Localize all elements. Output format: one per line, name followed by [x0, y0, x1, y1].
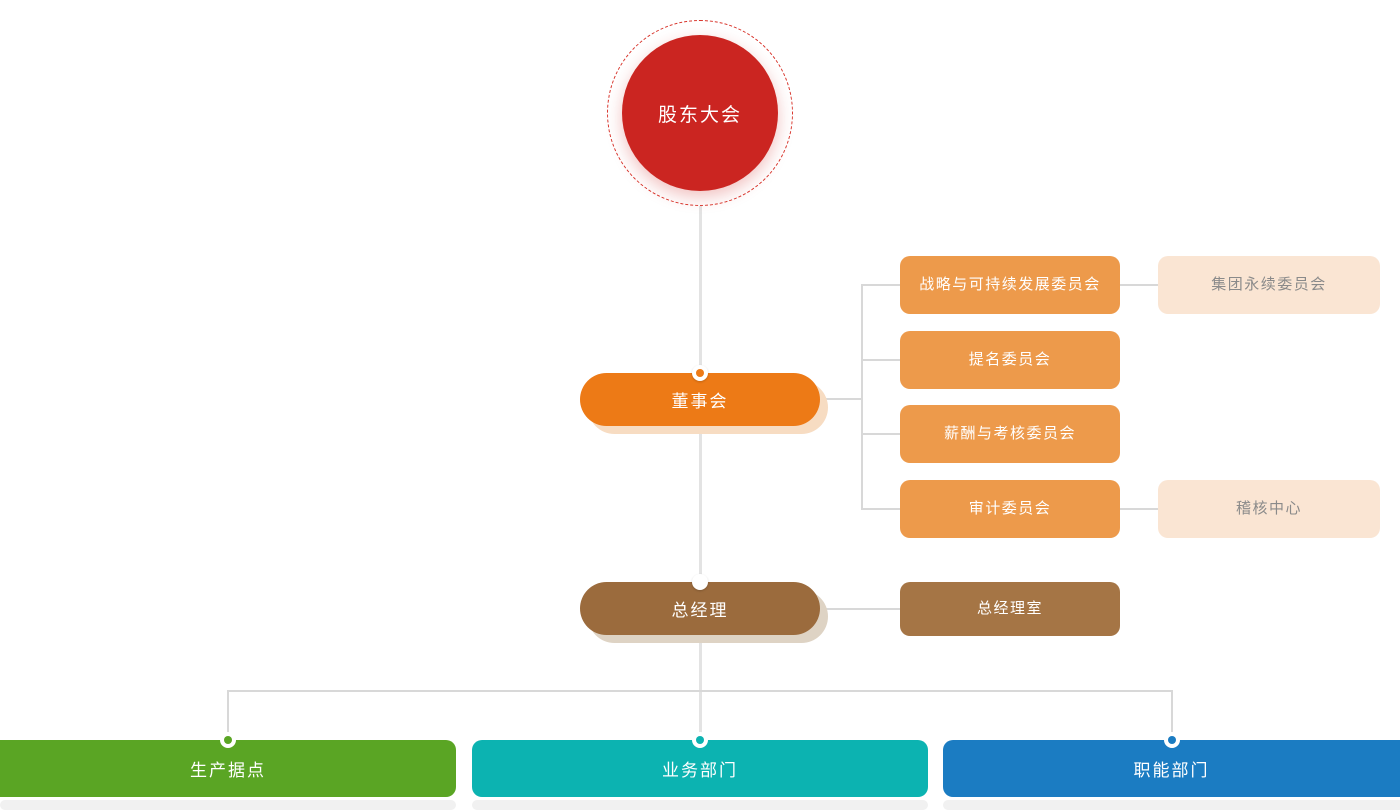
- node-nomination-committee-label: 提名委员会: [968, 351, 1052, 368]
- node-general-manager[interactable]: 总经理: [580, 582, 820, 635]
- node-shareholders-meeting[interactable]: 股东大会: [622, 35, 778, 191]
- connector-dot-board: [692, 365, 708, 381]
- node-gm-office[interactable]: 总经理室: [900, 582, 1120, 636]
- node-audit-committee[interactable]: 审计委员会: [900, 480, 1120, 538]
- connector-general-manager-to-departments: [699, 635, 702, 741]
- node-group-sustainability-committee-label: 集团永续委员会: [1211, 276, 1327, 293]
- node-gm-office-label: 总经理室: [976, 600, 1043, 617]
- node-functional-departments-label: 职能部门: [1133, 761, 1210, 780]
- connector-trunk-to-committee-1: [861, 284, 901, 286]
- committee-trunk-vertical: [861, 284, 863, 510]
- node-shareholders-meeting-label: 股东大会: [657, 104, 742, 126]
- node-production-sites[interactable]: 生产据点: [0, 740, 456, 797]
- connector-bus-to-production: [227, 690, 229, 745]
- connector-trunk-to-committee-4: [861, 508, 901, 510]
- node-business-departments[interactable]: 业务部门: [472, 740, 928, 797]
- functional-bar-shadow: [943, 800, 1400, 810]
- connector-dot-production: [220, 732, 236, 748]
- shareholders-dashed-ring: [607, 20, 793, 206]
- node-group-sustainability-committee[interactable]: 集团永续委员会: [1158, 256, 1380, 314]
- departments-horizontal-bus: [228, 690, 1173, 692]
- node-audit-center-label: 稽核中心: [1235, 500, 1302, 517]
- node-audit-committee-label: 审计委员会: [968, 500, 1052, 517]
- connector-bus-to-functional: [1171, 690, 1173, 745]
- connector-trunk-to-committee-2: [861, 359, 901, 361]
- node-nomination-committee[interactable]: 提名委员会: [900, 331, 1120, 389]
- node-business-departments-label: 业务部门: [662, 761, 738, 780]
- connector-shareholders-to-board: [699, 206, 702, 381]
- connector-audit-to-audit-center: [1120, 508, 1158, 510]
- connector-dot-business: [692, 732, 708, 748]
- node-production-sites-label: 生产据点: [190, 761, 266, 780]
- node-general-manager-label: 总经理: [671, 601, 729, 620]
- node-board-of-directors-label: 董事会: [671, 392, 729, 411]
- node-strategy-sustainability-committee[interactable]: 战略与可持续发展委员会: [900, 256, 1120, 314]
- production-bar-shadow: [0, 800, 456, 810]
- connector-dot-functional: [1164, 732, 1180, 748]
- node-audit-center[interactable]: 稽核中心: [1158, 480, 1380, 538]
- business-bar-shadow: [472, 800, 928, 810]
- node-compensation-review-committee[interactable]: 薪酬与考核委员会: [900, 405, 1120, 463]
- node-board-of-directors[interactable]: 董事会: [580, 373, 820, 426]
- connector-trunk-to-committee-3: [861, 433, 901, 435]
- connector-board-to-general-manager: [699, 426, 702, 590]
- connector-strategy-to-group-sustainability: [1120, 284, 1158, 286]
- node-strategy-sustainability-committee-label: 战略与可持续发展委员会: [919, 276, 1101, 293]
- connector-dot-general-manager: [692, 574, 708, 590]
- node-compensation-review-committee-label: 薪酬与考核委员会: [943, 425, 1076, 442]
- node-functional-departments[interactable]: 职能部门: [943, 740, 1400, 797]
- connector-general-manager-to-gm-office: [820, 608, 900, 610]
- connector-board-to-committee-trunk: [820, 398, 863, 400]
